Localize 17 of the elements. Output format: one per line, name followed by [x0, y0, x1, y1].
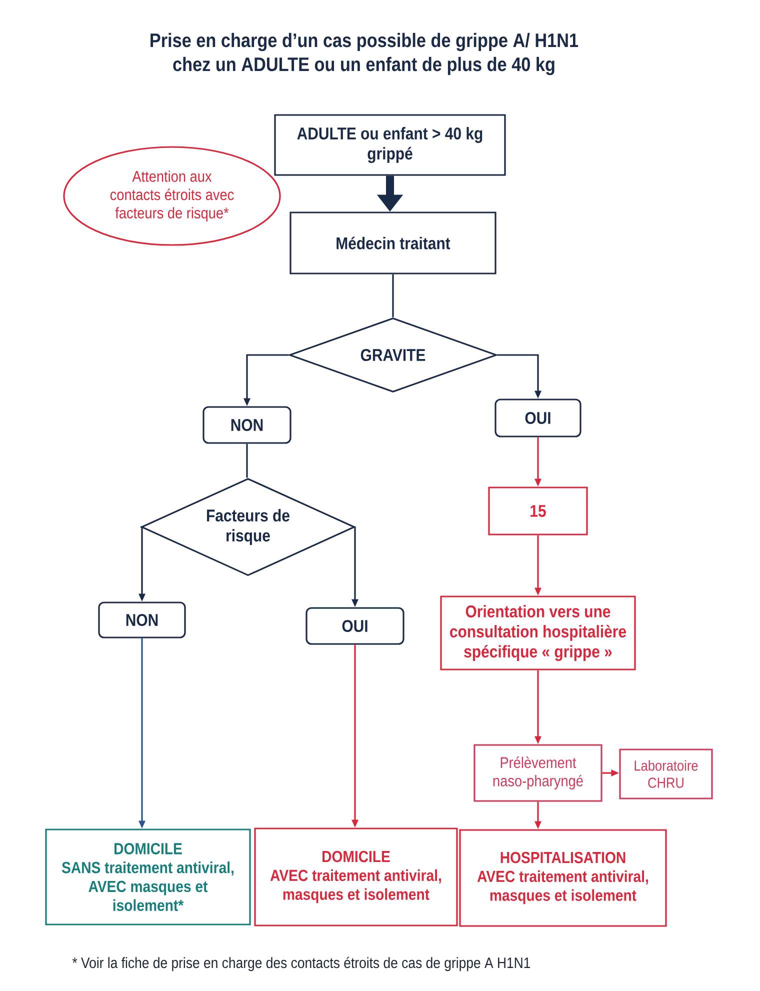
process-box: Orientation vers une consultation hospitalière spécifique « grippe »	[440, 596, 636, 670]
choice-box: OUI	[306, 607, 404, 645]
connector-line	[246, 444, 248, 478]
process-box: Laboratoire CHRU	[619, 748, 713, 800]
choice-box: NON	[202, 406, 292, 444]
process-box: HOSPITALISATION AVEC traitement antiviral, masques et isolement	[459, 829, 667, 927]
title: Prise en charge d’un cas possible de grippe A/ H1N1 chez un ADULTE ou un enfant de plus de 40 kg	[150, 32, 578, 76]
footnote: * Voir la fiche de prise en charge des contacts étroits de cas de grippe A H1N1	[72, 956, 530, 972]
choice-box: NON	[98, 602, 186, 638]
process-box: Prélèvement naso-pharyngé	[474, 744, 602, 802]
process-box: DOMICILE SANS traitement antiviral, AVEC masques et isolement*	[45, 828, 251, 926]
process-box: Médecin traitant	[290, 212, 496, 274]
process-box: 15	[488, 486, 588, 536]
connector-line	[392, 274, 394, 318]
process-box: ADULTE ou enfant > 40 kg grippé	[274, 114, 506, 176]
choice-box: OUI	[494, 398, 582, 438]
process-box: DOMICILE AVEC traitement antiviral, masques et isolement	[254, 828, 458, 926]
